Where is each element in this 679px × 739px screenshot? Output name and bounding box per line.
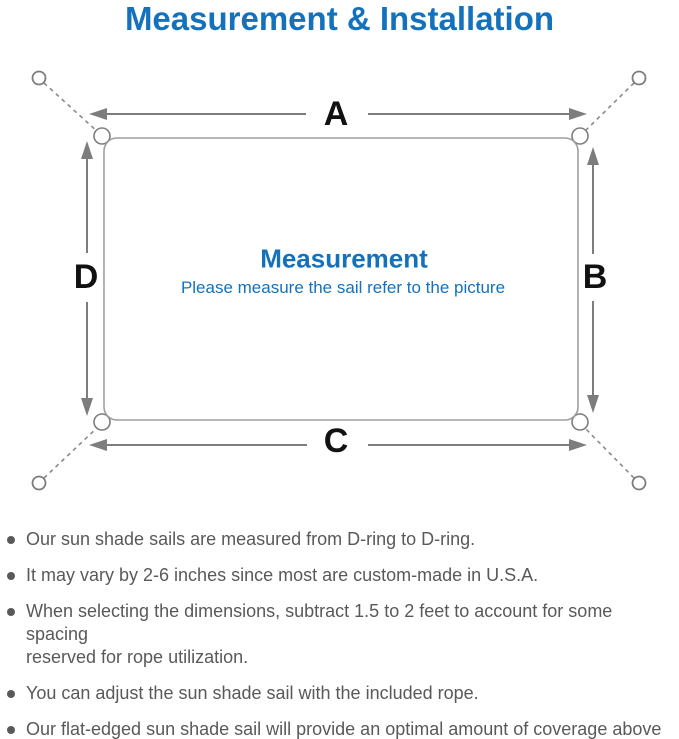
diagram-caption: Please measure the sail refer to the pic… bbox=[180, 278, 506, 297]
list-item: It may vary by 2-6 inches since most are… bbox=[4, 564, 675, 587]
dimension-arrow-a bbox=[89, 108, 587, 120]
bullet-dot-icon bbox=[7, 690, 15, 698]
dimension-label-c: C bbox=[321, 422, 351, 460]
anchor-point-icon-bottom-right bbox=[631, 475, 647, 491]
rope-dashed-bottom-left bbox=[43, 425, 100, 479]
list-item: Our sun shade sails are measured from D-… bbox=[4, 528, 675, 551]
note-text: You can adjust the sun shade sail with t… bbox=[26, 683, 479, 703]
dimension-label-d: D bbox=[71, 258, 101, 296]
anchor-point-icon-top-left bbox=[31, 70, 47, 86]
dimension-arrow-d bbox=[81, 141, 93, 416]
rope-dashed-top-left bbox=[43, 82, 100, 134]
rope-dashed-bottom-right bbox=[582, 425, 635, 479]
page-title: Measurement & Installation bbox=[124, 0, 555, 37]
sail-outline bbox=[103, 137, 579, 421]
list-item: When selecting the dimensions, subtract … bbox=[4, 600, 675, 669]
list-item: You can adjust the sun shade sail with t… bbox=[4, 682, 675, 705]
bullet-dot-icon bbox=[7, 536, 15, 544]
d-ring-icon-top-left bbox=[93, 127, 111, 145]
dimension-arrow-b bbox=[587, 147, 599, 413]
note-text: When selecting the dimensions, subtract … bbox=[26, 601, 613, 667]
notes-list: Our sun shade sails are measured from D-… bbox=[0, 528, 679, 739]
sail-diagram-graphic bbox=[31, 70, 647, 491]
anchor-point-icon-bottom-left bbox=[31, 475, 47, 491]
d-ring-icon-bottom-left bbox=[93, 413, 111, 431]
bullet-dot-icon bbox=[7, 572, 15, 580]
diagram-heading: Measurement bbox=[260, 243, 428, 274]
bullet-dot-icon bbox=[7, 726, 15, 734]
anchor-point-icon-top-right bbox=[631, 70, 647, 86]
note-text: Our sun shade sails are measured from D-… bbox=[26, 529, 476, 549]
note-text: Our flat-edged sun shade sail will provi… bbox=[26, 719, 662, 739]
rope-dashed-top-right bbox=[582, 82, 635, 134]
bullet-dot-icon bbox=[7, 608, 15, 616]
d-ring-icon-bottom-right bbox=[571, 413, 589, 431]
list-item: Our flat-edged sun shade sail will provi… bbox=[4, 718, 675, 739]
dimension-arrow-c bbox=[89, 439, 587, 451]
note-text: It may vary by 2-6 inches since most are… bbox=[26, 565, 539, 585]
d-ring-icon-top-right bbox=[571, 127, 589, 145]
dimension-label-b: B bbox=[580, 258, 610, 296]
dimension-label-a: A bbox=[321, 95, 351, 133]
measurement-diagram: A B C D Measurement Please measure the s… bbox=[31, 70, 647, 491]
